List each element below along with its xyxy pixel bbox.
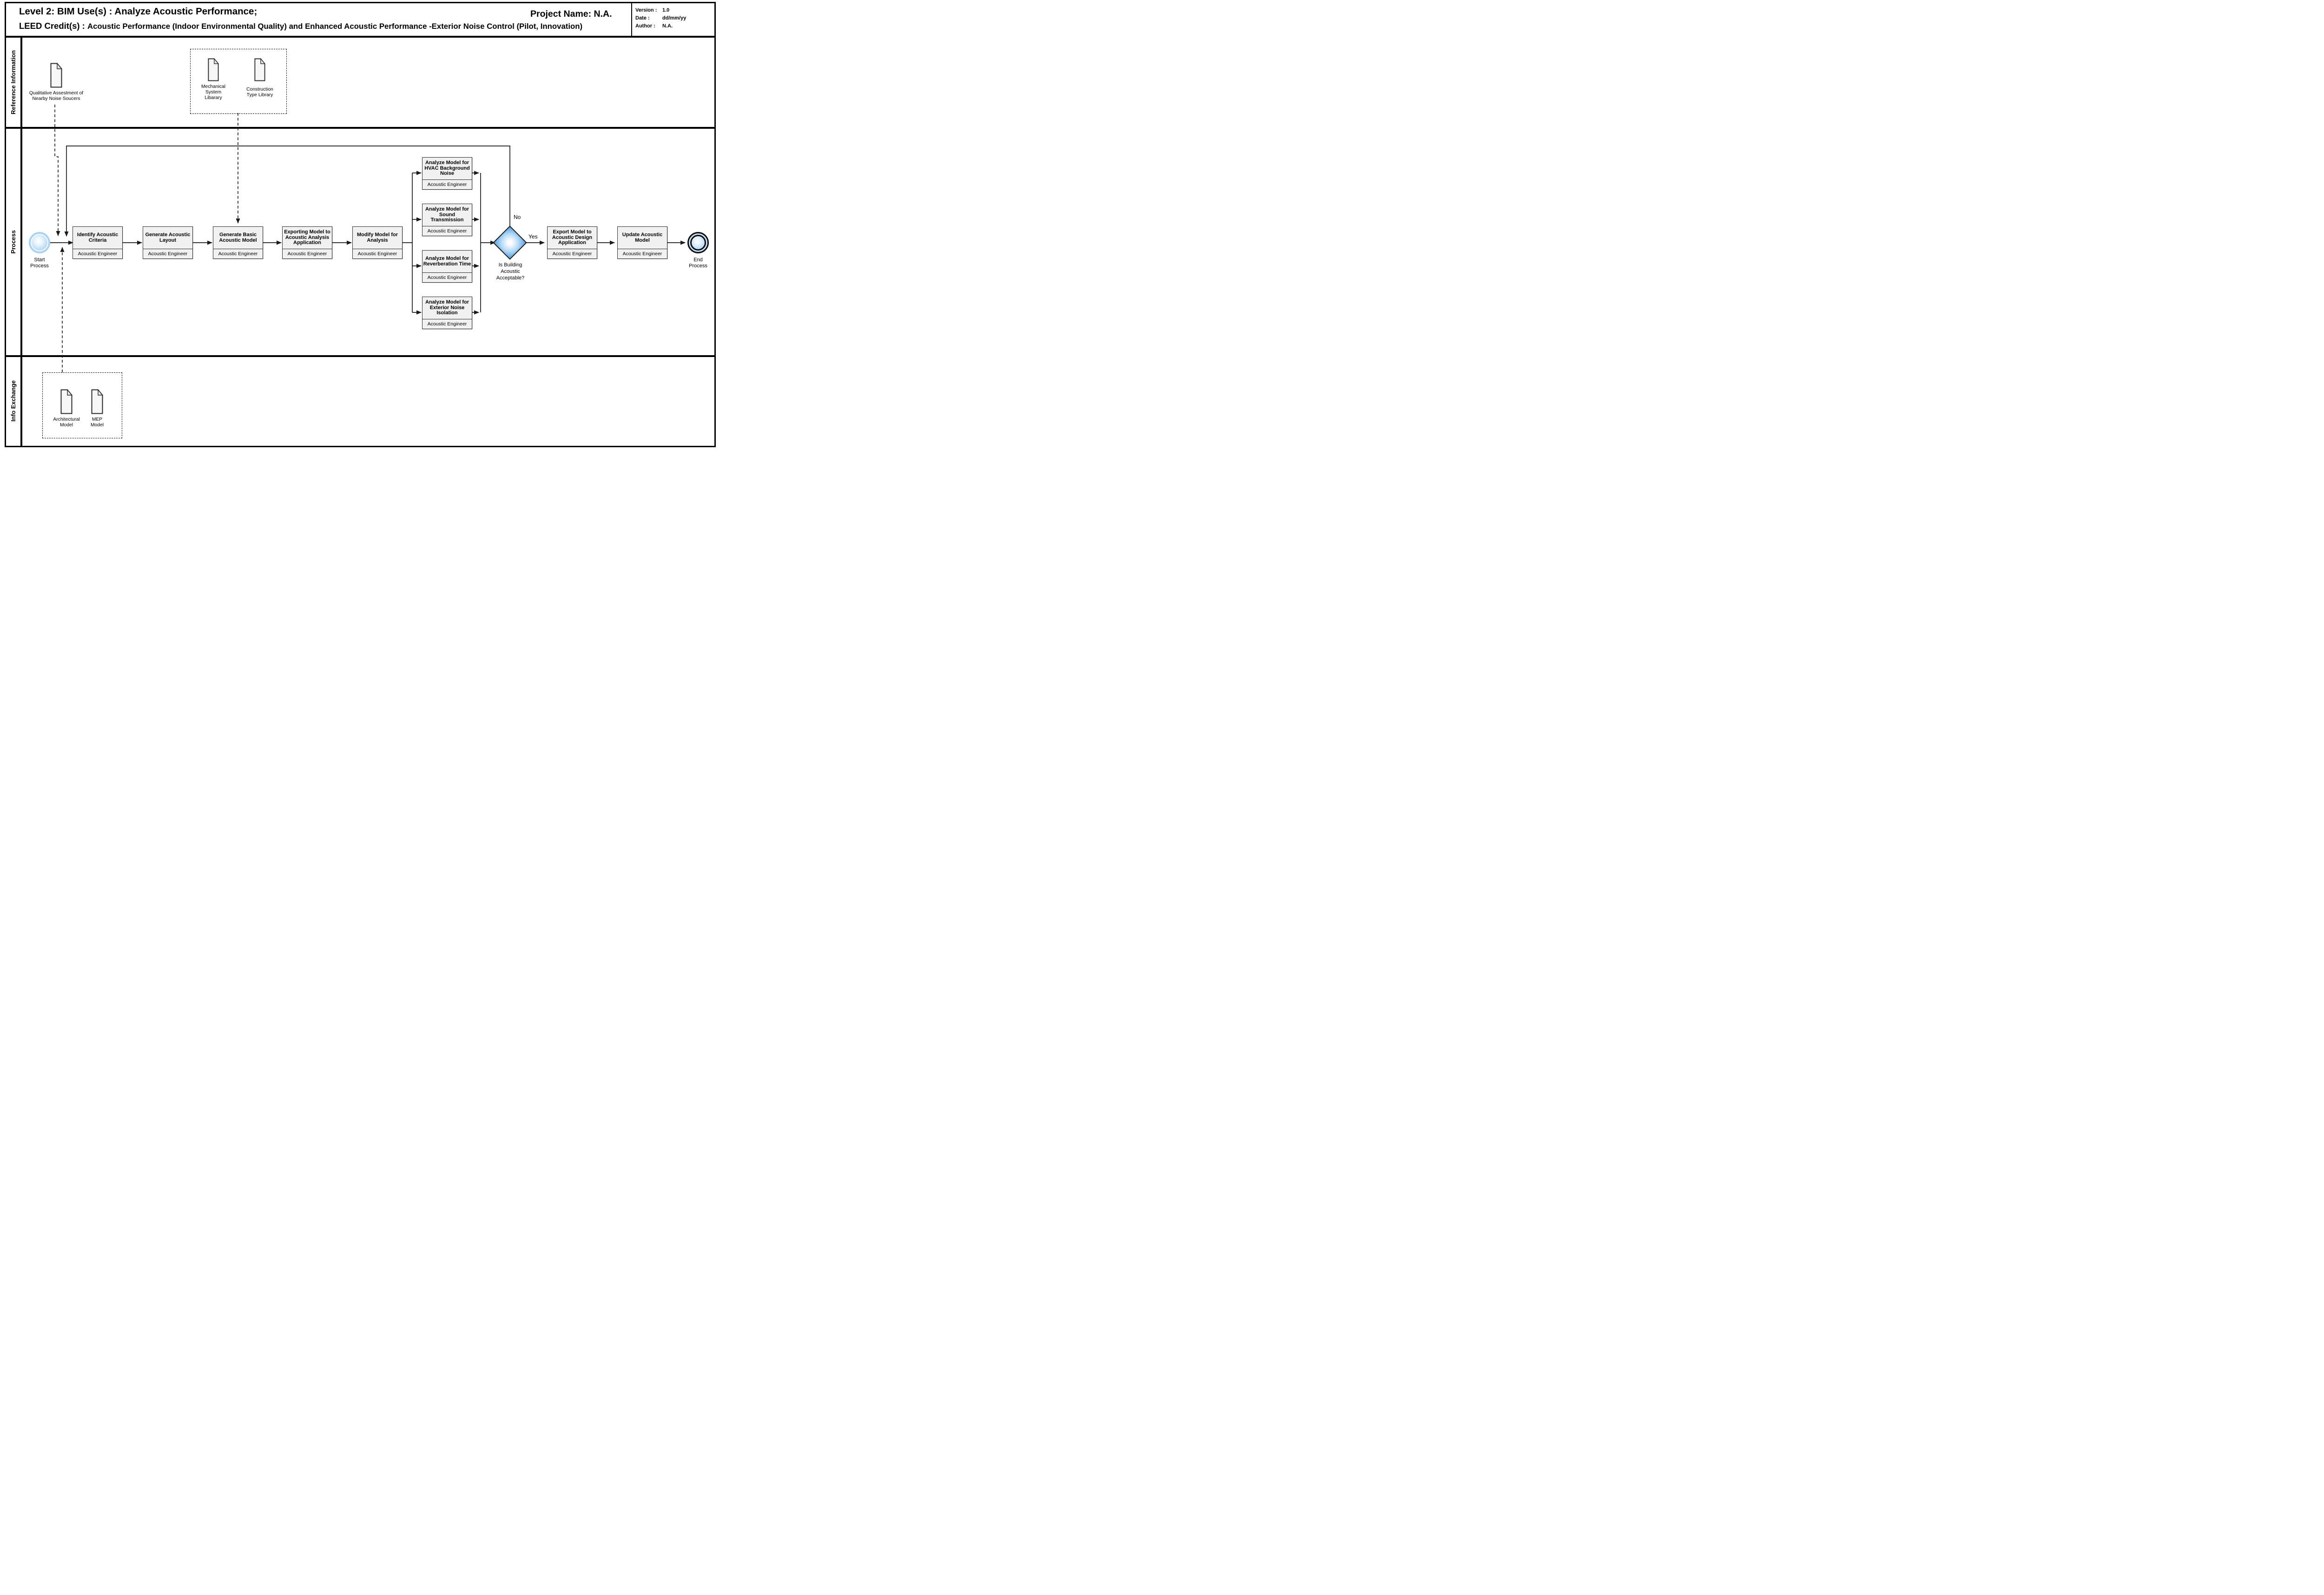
task-analyze-reverberation-time: Analyze Model for Reverberation Time Aco… xyxy=(422,250,472,283)
document-icon-architectural-model xyxy=(60,389,73,417)
architectural-model-label: Architectural Model xyxy=(53,417,80,428)
task-performer: Acoustic Engineer xyxy=(148,251,188,257)
task-title: Analyze Model for Sound Transmission xyxy=(423,204,472,226)
task-title: Analyze Model for Exterior Noise Isolati… xyxy=(423,297,472,319)
task-title: Modify Model for Analysis xyxy=(353,227,402,249)
lane-process: Process xyxy=(6,205,20,279)
date-value: dd/mm/yy xyxy=(662,15,687,21)
lane-reference-information: Reference Information xyxy=(6,45,20,119)
document-icon-qualitative-assessment xyxy=(50,62,62,90)
task-title: Export Model to Acoustic Design Applicat… xyxy=(548,227,597,249)
date-label: Date : xyxy=(635,15,650,21)
lane-label-column xyxy=(6,38,22,446)
reference-library-group xyxy=(190,49,287,114)
page-title: Level 2: BIM Use(s) : Analyze Acoustic P… xyxy=(19,6,257,17)
date-row: Date : dd/mm/yy xyxy=(635,14,686,22)
leed-credit-line: LEED Credit(s) : Acoustic Performance (I… xyxy=(19,21,582,31)
task-title: Generate Basic Acoustic Model xyxy=(213,227,263,249)
start-event-label: Start Process xyxy=(30,257,49,269)
fork-line xyxy=(403,173,413,312)
task-title: Analyze Model for HVAC Background Noise xyxy=(423,158,472,180)
lane-separator-reference-process xyxy=(6,127,714,129)
lane-info-exchange-label: Info Exchange xyxy=(10,380,17,422)
lane-info-exchange: Info Exchange xyxy=(6,364,20,438)
task-performer: Acoustic Engineer xyxy=(287,251,327,257)
task-generate-acoustic-layout: Generate Acoustic Layout Acoustic Engine… xyxy=(143,226,193,259)
task-performer: Acoustic Engineer xyxy=(427,228,467,234)
header: Level 2: BIM Use(s) : Analyze Acoustic P… xyxy=(6,3,714,38)
project-name: Project Name: N.A. xyxy=(530,9,612,19)
author-row: Author : N.A. xyxy=(635,22,686,30)
task-title: Analyze Model for Reverberation Time xyxy=(423,251,472,273)
bpmn-process-map: Level 2: BIM Use(s) : Analyze Acoustic P… xyxy=(0,0,719,454)
task-performer: Acoustic Engineer xyxy=(622,251,662,257)
task-title: Exporting Model to Acoustic Analysis App… xyxy=(283,227,332,249)
author-value: N.A. xyxy=(662,23,673,29)
gateway-question: Is Building Acoustic Acceptable? xyxy=(496,262,525,281)
version-row: Version : 1.0 xyxy=(635,7,686,14)
task-identify-acoustic-criteria: Identify Acoustic Criteria Acoustic Engi… xyxy=(73,226,123,259)
assoc-qualitative-to-flow xyxy=(54,105,60,236)
header-divider xyxy=(631,3,632,36)
version-label: Version : xyxy=(635,7,657,13)
end-event-icon xyxy=(687,232,709,253)
task-title: Generate Acoustic Layout xyxy=(143,227,192,249)
task-exporting-model-to-analysis-app: Exporting Model to Acoustic Analysis App… xyxy=(282,226,332,259)
construction-type-library-label: Construction Type Library xyxy=(246,87,273,98)
end-event-inner xyxy=(690,235,706,251)
task-title: Update Acoustic Model xyxy=(618,227,667,249)
leed-credit-text: Acoustic Performance (Indoor Environment… xyxy=(87,22,583,31)
gateway-is-building-acoustic-acceptable xyxy=(493,225,527,260)
document-icon-mechanical-system-library xyxy=(208,57,219,85)
gateway-no-label: No xyxy=(514,214,521,220)
document-icon-construction-type-library xyxy=(254,57,265,85)
task-performer: Acoustic Engineer xyxy=(427,181,467,187)
task-performer: Acoustic Engineer xyxy=(357,251,397,257)
task-performer: Acoustic Engineer xyxy=(552,251,592,257)
task-export-model-to-design-app: Export Model to Acoustic Design Applicat… xyxy=(547,226,597,259)
version-value: 1.0 xyxy=(662,7,670,13)
task-analyze-sound-transmission: Analyze Model for Sound Transmission Aco… xyxy=(422,204,472,236)
qualitative-doc-label: Qualitative Assestment of Nearby Noise S… xyxy=(29,91,84,102)
start-event-icon xyxy=(29,232,50,253)
version-block: Version : 1.0 Date : dd/mm/yy Author : N… xyxy=(635,7,686,30)
info-exchange-group xyxy=(42,372,122,438)
end-event-label: End Process xyxy=(689,257,707,269)
task-performer: Acoustic Engineer xyxy=(427,321,467,327)
task-analyze-hvac-background-noise: Analyze Model for HVAC Background Noise … xyxy=(422,157,472,190)
task-update-acoustic-model: Update Acoustic Model Acoustic Engineer xyxy=(617,226,667,259)
lane-separator-process-info xyxy=(6,355,714,357)
task-modify-model-for-analysis: Modify Model for Analysis Acoustic Engin… xyxy=(352,226,403,259)
task-generate-basic-acoustic-model: Generate Basic Acoustic Model Acoustic E… xyxy=(213,226,263,259)
task-performer: Acoustic Engineer xyxy=(78,251,118,257)
task-performer: Acoustic Engineer xyxy=(218,251,258,257)
diagram-frame: Level 2: BIM Use(s) : Analyze Acoustic P… xyxy=(5,2,716,447)
mep-model-label: MEP Model xyxy=(90,417,104,428)
mechanical-system-library-label: Mechanical System Libarary xyxy=(201,84,226,101)
gateway-yes-label: Yes xyxy=(528,233,538,240)
lane-process-label: Process xyxy=(10,230,17,254)
lane-reference-label: Reference Information xyxy=(10,50,17,114)
task-analyze-exterior-noise-isolation: Analyze Model for Exterior Noise Isolati… xyxy=(422,297,472,329)
task-performer: Acoustic Engineer xyxy=(427,274,467,280)
task-title: Identify Acoustic Criteria xyxy=(73,227,122,249)
document-icon-mep-model xyxy=(91,389,103,417)
author-label: Author : xyxy=(635,23,655,29)
start-event-inner xyxy=(31,234,48,251)
leed-credit-label: LEED Credit(s) : xyxy=(19,21,87,31)
